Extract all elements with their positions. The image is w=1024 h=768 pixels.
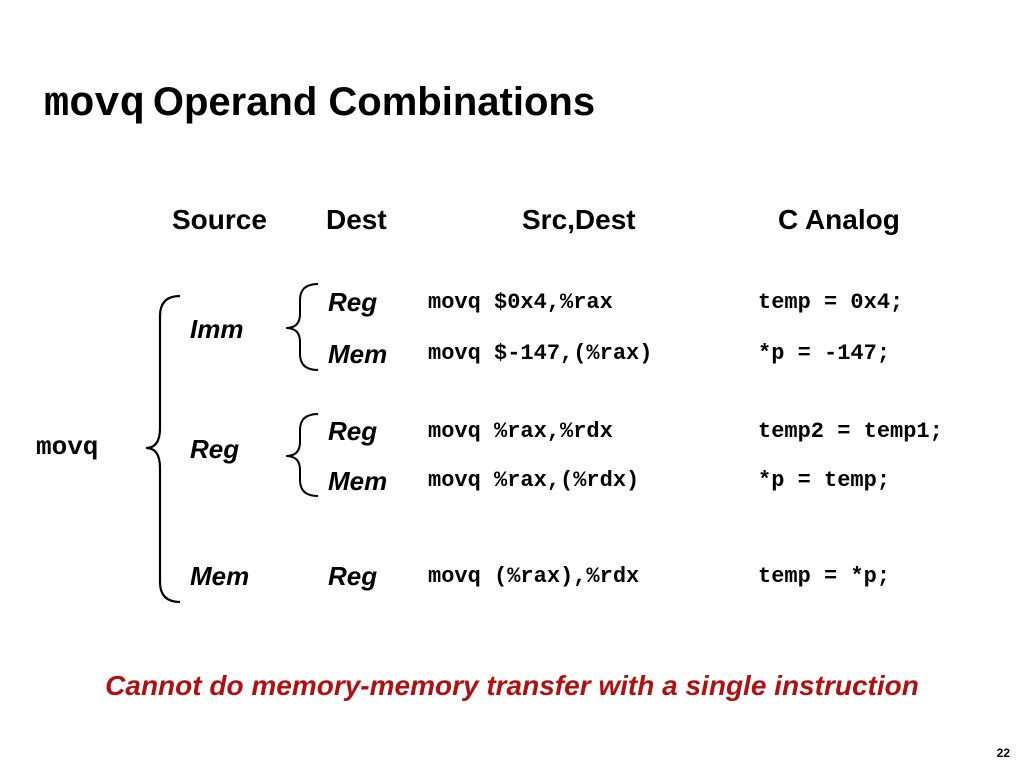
asm-instruction: movq $-147,(%rax) xyxy=(428,341,653,366)
source-imm: Imm xyxy=(190,314,244,344)
footer-note: Cannot do memory-memory transfer with a … xyxy=(105,670,919,701)
dest-reg: Reg xyxy=(328,416,378,446)
asm-instruction: movq %rax,%rdx xyxy=(428,419,613,444)
dest-reg: Reg xyxy=(328,287,378,317)
c-analog: *p = temp; xyxy=(758,468,891,493)
asm-instruction: movq (%rax),%rdx xyxy=(428,564,640,589)
header-dest: Dest xyxy=(326,204,387,235)
dest-mem: Mem xyxy=(328,466,388,496)
asm-instruction: movq $0x4,%rax xyxy=(428,290,613,315)
header-src-dest: Src,Dest xyxy=(522,204,636,235)
dest-mem: Mem xyxy=(328,339,388,369)
page-number: 22 xyxy=(996,746,1010,760)
c-analog: temp = 0x4; xyxy=(758,290,904,315)
header-source: Source xyxy=(172,204,267,235)
c-analog: *p = -147; xyxy=(758,341,891,366)
header-c-analog: C Analog xyxy=(778,204,900,235)
asm-instruction: movq %rax,(%rdx) xyxy=(428,468,640,493)
title-code: movq xyxy=(44,80,145,128)
source-reg: Reg xyxy=(190,434,240,464)
large-brace xyxy=(145,294,181,604)
movq-label: movq xyxy=(36,432,99,462)
dest-reg: Reg xyxy=(328,561,378,591)
imm-brace xyxy=(285,283,319,371)
title-text: Operand Combinations xyxy=(152,80,596,124)
page-title: movq Operand Combinations xyxy=(44,80,595,136)
c-analog: temp2 = temp1; xyxy=(758,419,943,444)
source-mem: Mem xyxy=(190,561,250,591)
c-analog: temp = *p; xyxy=(758,564,891,589)
reg-brace xyxy=(285,413,319,497)
